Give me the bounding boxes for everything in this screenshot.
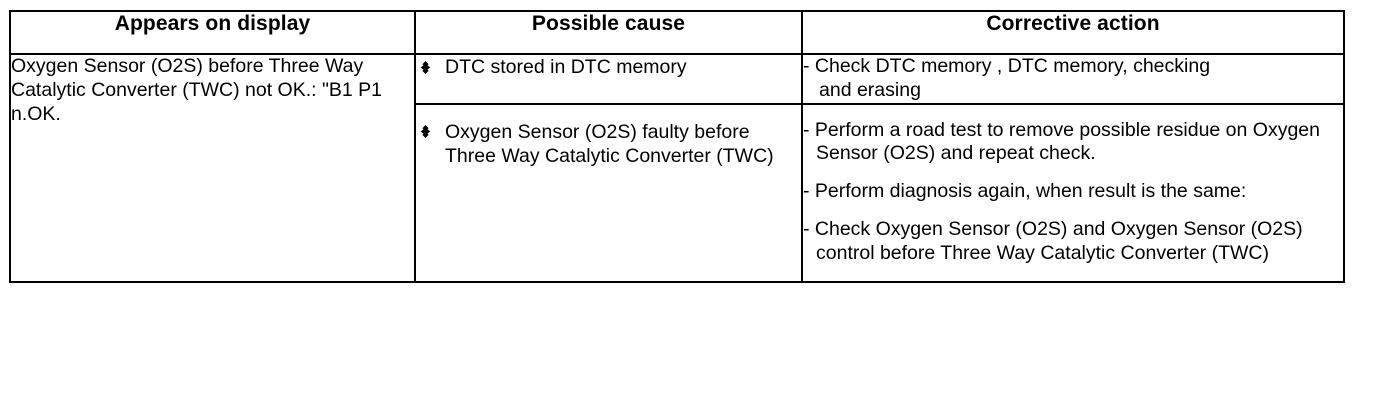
table-body: Oxygen Sensor (O2S) before Three Way Cat… — [9, 52, 1345, 284]
display-message-text: Oxygen Sensor (O2S) before Three Way Cat… — [11, 55, 383, 125]
table-header: Appears on display Possible cause Correc… — [9, 10, 1345, 55]
list-item: DTC stored in DTC memory — [416, 55, 801, 79]
cause-text: DTC stored in DTC memory — [445, 56, 687, 78]
header-row: Appears on display Possible cause Correc… — [9, 10, 1345, 55]
column-header-appears-on-display: Appears on display — [9, 10, 416, 55]
table-row: Oxygen Sensor (O2S) before Three Way Cat… — [9, 52, 1345, 284]
cause-text: Oxygen Sensor (O2S) faulty before Three … — [445, 120, 774, 167]
diamond-bullet-icon — [420, 60, 431, 74]
action-item: - Check Oxygen Sensor (O2S) and Oxygen S… — [803, 217, 1303, 264]
corrective-action-cell-2: - Perform a road test to remove possible… — [801, 102, 1345, 284]
list-item: Oxygen Sensor (O2S) faulty before Three … — [416, 120, 801, 168]
possible-cause-cell-1: DTC stored in DTC memory — [414, 53, 803, 105]
column-header-possible-cause: Possible cause — [414, 10, 803, 55]
diamond-bullet-icon — [420, 125, 431, 139]
diagnostic-table: Appears on display Possible cause Correc… — [9, 10, 1345, 284]
action-item: - Perform diagnosis again, when result i… — [803, 180, 1247, 203]
action-item: - Check DTC memory , DTC memory, checkin… — [803, 55, 1211, 101]
table-row: Oxygen Sensor (O2S) faulty before Three … — [10, 102, 1345, 284]
corrective-action-cell-1: - Check DTC memory , DTC memory, checkin… — [801, 53, 1345, 105]
cause-list-1: DTC stored in DTC memory — [416, 55, 801, 79]
cause-list-2: Oxygen Sensor (O2S) faulty before Three … — [416, 120, 801, 168]
action-item: - Perform a road test to remove possible… — [803, 118, 1320, 165]
action-list-1: - Check DTC memory , DTC memory, checkin… — [803, 55, 1343, 103]
column-header-corrective-action: Corrective action — [801, 10, 1345, 55]
action-list-2: - Perform a road test to remove possible… — [803, 119, 1343, 266]
display-message-cell: Oxygen Sensor (O2S) before Three Way Cat… — [9, 52, 416, 284]
possible-cause-cell-2: Oxygen Sensor (O2S) faulty before Three … — [414, 102, 803, 284]
